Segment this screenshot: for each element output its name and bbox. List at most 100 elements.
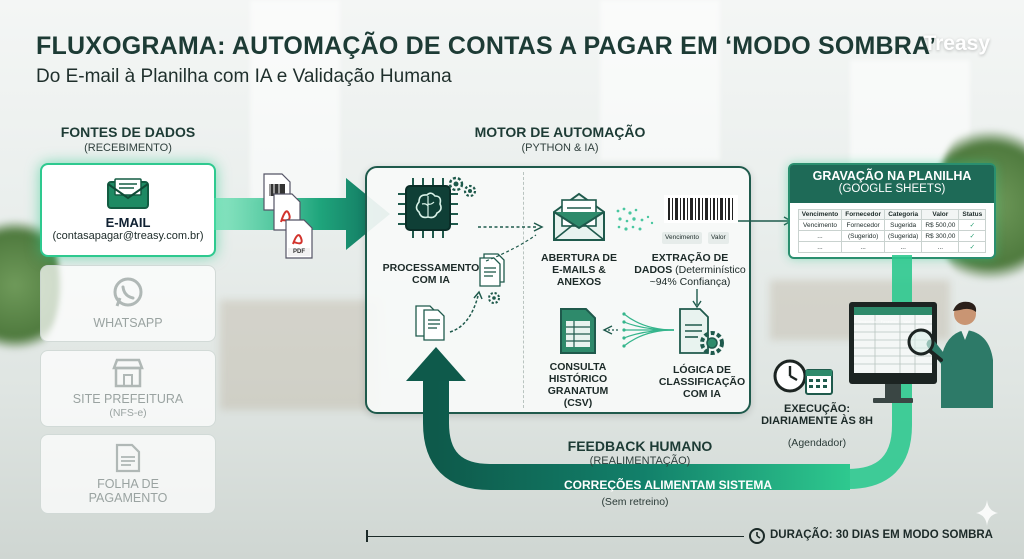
extraction-label-line2: DADOS (Determinístico: [632, 264, 748, 276]
pdf-files-icon: [263, 173, 313, 259]
timeline-start-tick: [366, 530, 368, 542]
gear-icon: [448, 176, 477, 198]
table-cell: Fornecedor: [841, 219, 885, 231]
source-card-whatsapp[interactable]: WHATSAPP: [40, 265, 216, 342]
arrow-ai-to-email-open: [478, 222, 544, 262]
table-row: ... (Sugerido) (Sugerida) R$ 300,00 ✓: [797, 230, 987, 242]
history-consult-label: CONSULTA HISTÓRICO GRANATUM (CSV): [547, 361, 609, 410]
feedback-arrow-sub: (Sem retreino): [601, 496, 669, 508]
history-to-logic-flow: [602, 312, 675, 348]
source-label: WHATSAPP: [93, 316, 163, 331]
sources-title: FONTES DE DADOS: [60, 124, 196, 140]
engine-title: MOTOR DE AUTOMAÇÃO: [474, 124, 646, 140]
data-particles-icon: [616, 207, 654, 231]
flow-arrow-email-to-engine: [214, 178, 390, 250]
google-sheets-panel: GRAVAÇÃO NA PLANILHA (GOOGLE SHEETS) Ven…: [788, 163, 996, 259]
schedule-title: EXECUÇÃO: DIARIAMENTE ÀS 8H: [761, 403, 873, 428]
clock-calendar-icon: [773, 359, 833, 395]
source-sub: (NFS-e): [109, 406, 147, 419]
feedback-arrow-text: CORREÇÕES ALIMENTAM SISTEMA: [563, 478, 772, 492]
duration-clock-icon: [749, 528, 765, 544]
status-check-icon: ✓: [958, 219, 987, 231]
source-label: E-MAIL: [105, 214, 151, 230]
background-window: [600, 0, 720, 160]
sheet-col-header: Vencimento: [797, 209, 843, 220]
feedback-subtitle: (REALIMENTAÇÃO): [589, 455, 691, 467]
extraction-label: EXTRAÇÃO DE DADOS (Determinístico ~94% C…: [632, 252, 748, 288]
source-sub: (contasapagar@treasy.com.br): [52, 230, 204, 243]
engine-divider: [523, 172, 524, 408]
source-card-email[interactable]: E-MAIL (contasapagar@treasy.com.br): [40, 163, 216, 257]
sources-subtitle: (RECEBIMENTO): [84, 142, 172, 154]
arrow-engine-to-sheet: [738, 216, 793, 226]
status-check-icon: ✓: [958, 230, 987, 242]
extraction-label-confidence: ~94% Confiança): [649, 276, 731, 289]
sparkle-icon: [976, 500, 998, 526]
status-check-icon: ✓: [958, 241, 987, 253]
table-cell: ...: [797, 230, 843, 242]
sheet-header: GRAVAÇÃO NA PLANILHA (GOOGLE SHEETS): [790, 165, 994, 203]
sheet-title: GRAVAÇÃO NA PLANILHA: [812, 169, 972, 183]
extraction-label-method: (Determinístico: [672, 264, 746, 277]
email-opening-label: ABERTURA DE E-MAILS & ANEXOS: [540, 252, 618, 289]
timeline-line: [366, 536, 744, 537]
table-cell: R$ 500,00: [921, 219, 960, 231]
sheet-col-header: Fornecedor: [841, 209, 885, 220]
logic-classification-label: LÓGICA DE CLASSIFICAÇÃO COM IA: [658, 364, 746, 401]
table-cell: (Sugerido): [841, 230, 885, 242]
ai-processing-label: PROCESSAMENTO COM IA: [382, 262, 480, 287]
monitor-header-row: Vencimento Fornecedor Valor Status: [858, 320, 930, 324]
engine-subtitle: (PYTHON & IA): [521, 142, 599, 154]
barcode-icon: [664, 195, 738, 223]
background-window: [250, 0, 340, 200]
table-row: Vencimento Fornecedor Sugerida R$ 500,00…: [797, 219, 987, 231]
table-cell: ...: [921, 241, 960, 253]
arrow-extract-to-logic: [692, 289, 702, 309]
whatsapp-icon: [113, 277, 143, 307]
page-title: FLUXOGRAMA: AUTOMAÇÃO DE CONTAS A PAGAR …: [36, 32, 937, 60]
pdf-badge: PDF: [293, 249, 305, 255]
sheet-header-row: Vencimento Fornecedor Categoria Valor St…: [797, 209, 987, 220]
monitor-col-header: Fornecedor: [880, 320, 899, 324]
extract-tag-valor: Valor: [708, 232, 729, 244]
table-cell: (Sugerida): [883, 230, 923, 242]
sheet-subtitle: (GOOGLE SHEETS): [838, 183, 946, 195]
table-row: ... ... ... ... ✓: [797, 241, 987, 253]
documents-cycle-icon: [415, 253, 505, 341]
background-desk: [220, 300, 380, 410]
logic-document-gear-icon: [679, 308, 724, 355]
source-card-site-prefeitura[interactable]: SITE PREFEITURA (NFS-e): [40, 350, 216, 427]
feedback-title: FEEDBACK HUMANO: [567, 438, 713, 454]
feedback-loop-arrow: [406, 255, 912, 490]
table-cell: Sugerida: [883, 219, 923, 231]
human-validation-monitor-icon: [849, 301, 993, 408]
table-cell: R$ 300,00: [921, 230, 960, 242]
extraction-label-dados: DADOS: [634, 264, 673, 277]
extraction-label-line1: EXTRAÇÃO DE: [651, 252, 729, 264]
extract-tag-vencimento: Vencimento: [662, 232, 702, 244]
source-label: FOLHA DE PAGAMENTO: [88, 476, 168, 505]
sheet-table: Vencimento Fornecedor Categoria Valor St…: [797, 209, 987, 253]
open-envelope-icon: [553, 192, 605, 241]
document-icon: [115, 443, 141, 472]
table-cell: ...: [841, 241, 885, 253]
duration-label: DURAÇÃO: 30 DIAS EM MODO SOMBRA: [770, 529, 993, 541]
table-cell: Vencimento: [797, 219, 843, 231]
ai-chip-icon: [398, 178, 458, 238]
sheet-col-header: Status: [958, 209, 987, 220]
schedule-sub: (Agendador): [787, 437, 847, 449]
page-subtitle: Do E-mail à Planilha com IA e Validação …: [36, 66, 452, 87]
brand-logo: Treasy: [923, 32, 990, 55]
table-cell: ...: [883, 241, 923, 253]
source-label: SITE PREFEITURA: [72, 392, 184, 407]
table-cell: ...: [797, 241, 843, 253]
storefront-icon: [112, 359, 144, 388]
envelope-icon: [107, 177, 149, 209]
sheet-col-header: Valor: [921, 209, 960, 220]
monitor-col-header: Vencimento: [858, 320, 876, 324]
monitor-col-header: Valor: [903, 320, 911, 324]
source-card-folha-pagamento[interactable]: FOLHA DE PAGAMENTO: [40, 434, 216, 514]
sheet-col-header: Categoria: [883, 209, 923, 220]
monitor-col-header: Status: [915, 320, 926, 324]
csv-table-icon: [560, 308, 596, 354]
